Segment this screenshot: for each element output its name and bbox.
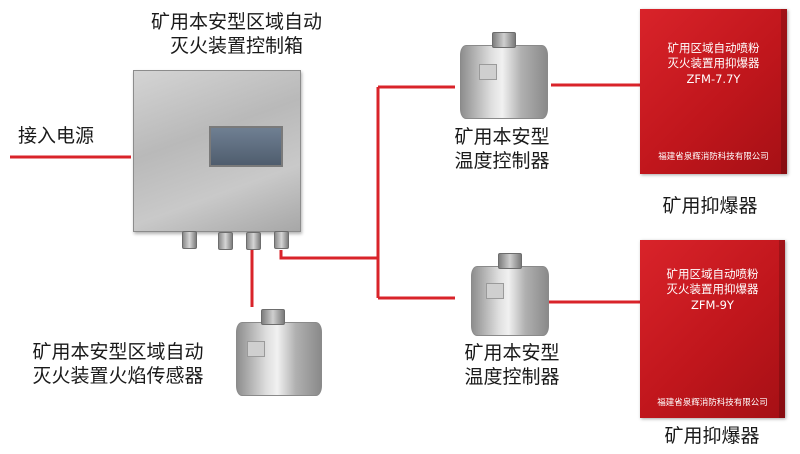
temp-bottom-label-line1: 矿用本安型: [464, 342, 560, 364]
controller-box: [133, 70, 301, 232]
cable-gland-icon: [274, 231, 289, 249]
suppressor-bottom-maker: 福建省泉辉消防科技有限公司: [657, 398, 768, 408]
flame-sensor-label-line1: 矿用本安型区域自动: [32, 341, 204, 363]
controller-label: 矿用本安型区域自动 灭火装置控制箱: [134, 10, 339, 58]
temp-controller-bottom-label: 矿用本安型 温度控制器: [457, 341, 567, 389]
suppressor-bottom-box: 矿用区域自动喷粉 灭火装置用抑爆器 ZFM-9Y 福建省泉辉消防科技有限公司: [640, 240, 785, 418]
cable-gland-icon: [246, 232, 261, 250]
temp-bottom-label-line2: 温度控制器: [464, 366, 560, 388]
suppressor-bottom-line1: 矿用区域自动喷粉: [666, 267, 759, 281]
temp-controller-top-device: [460, 32, 548, 119]
cable-gland-icon: [218, 232, 233, 250]
temp-controller-bottom-device: [471, 253, 549, 336]
controller-label-line1: 矿用本安型区域自动: [150, 11, 322, 33]
wire-bus: [279, 250, 378, 260]
power-label: 接入电源: [18, 125, 95, 147]
controller-label-line2: 灭火装置控制箱: [169, 35, 303, 57]
flame-sensor-device: [236, 309, 322, 396]
temp-top-label-line1: 矿用本安型: [454, 126, 550, 148]
suppressor-bottom-model: ZFM-9Y: [691, 298, 734, 312]
controller-display: [209, 126, 283, 167]
suppressor-top-line1: 矿用区域自动喷粉: [667, 41, 760, 55]
suppressor-top-box: 矿用区域自动喷粉 灭火装置用抑爆器 ZFM-7.7Y 福建省泉辉消防科技有限公司: [640, 9, 787, 174]
flame-sensor-label-line2: 灭火装置火焰传感器: [32, 365, 204, 387]
suppressor-top-line2: 灭火装置用抑爆器: [667, 56, 760, 70]
suppressor-bottom-label: 矿用抑爆器: [664, 425, 760, 447]
temp-top-label-line2: 温度控制器: [454, 150, 550, 172]
temp-controller-top-label: 矿用本安型 温度控制器: [447, 125, 557, 173]
suppressor-top-maker: 福建省泉辉消防科技有限公司: [658, 152, 769, 162]
cable-gland-icon: [182, 231, 197, 249]
suppressor-top-model: ZFM-7.7Y: [686, 72, 741, 86]
flame-sensor-label: 矿用本安型区域自动 灭火装置火焰传感器: [8, 340, 228, 388]
suppressor-top-label: 矿用抑爆器: [662, 195, 758, 217]
suppressor-bottom-line2: 灭火装置用抑爆器: [666, 282, 759, 296]
